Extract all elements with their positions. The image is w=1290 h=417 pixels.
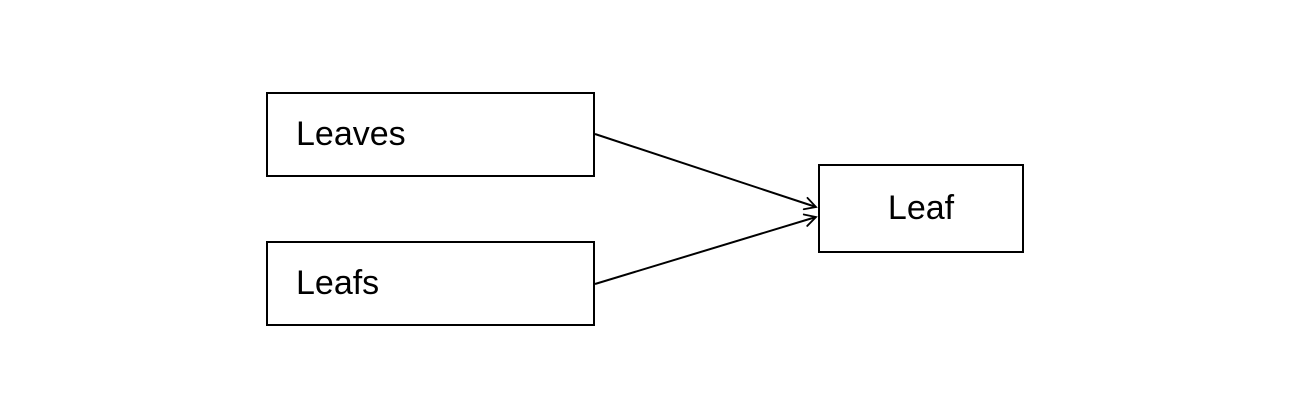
node-leafs: Leafs [266,241,595,326]
node-leafs-label: Leafs [296,264,380,302]
node-leaves: Leaves [266,92,595,177]
edge-leaves-to-leaf [594,133,818,211]
node-leaf: Leaf [818,164,1024,253]
node-leaf-label: Leaf [887,189,955,227]
node-leaves-label: Leaves [296,115,406,153]
edge-leafs-to-leaf [594,213,818,285]
